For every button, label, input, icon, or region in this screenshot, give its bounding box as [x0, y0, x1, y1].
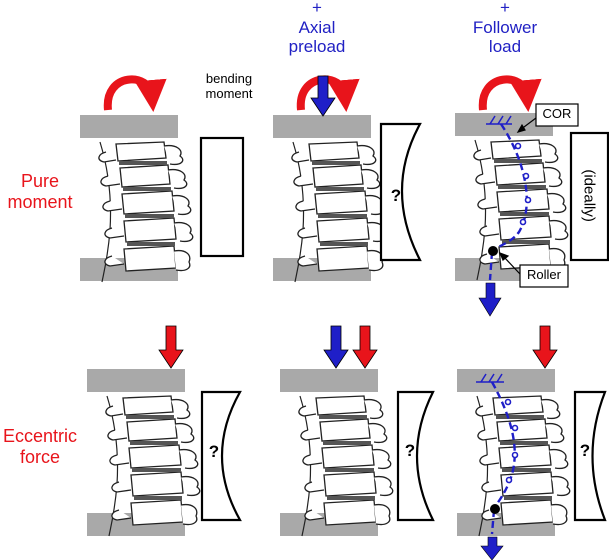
eccentric-force-arrow-r2c3	[532, 325, 558, 369]
spine-r2c3	[475, 395, 571, 537]
plate-top-r2c2	[280, 369, 378, 392]
spine-r2c1	[105, 395, 201, 537]
spine-r1c3	[473, 139, 569, 281]
cor-label: COR	[542, 106, 572, 121]
moment-diagram-rect-r1c1	[199, 136, 245, 258]
row-label-pure-moment: Pure moment	[7, 171, 73, 212]
plate-top-r2c1	[87, 369, 185, 392]
follower-load-path-r2c3	[476, 373, 519, 560]
row-label-eccentric-force: Eccentric force	[2, 426, 78, 467]
column-label-axial-preload: + Axial preload	[288, 0, 346, 57]
column-label-follower-load: + Follower load	[472, 0, 538, 57]
axial-preload-arrow-r1c2	[310, 75, 336, 117]
plate-top-r1c1	[80, 115, 178, 138]
eccentric-force-arrow-r2c1	[158, 325, 184, 369]
moment-diagram-curved-r2c1	[200, 390, 242, 522]
question-mark-r1c2: ?	[390, 186, 402, 205]
plate-top-r1c2	[273, 115, 371, 138]
axial-preload-arrow-r2c2	[323, 325, 349, 369]
moment-arrow-r1c3	[478, 75, 542, 112]
question-mark-r2c3: ?	[579, 441, 591, 460]
bending-moment-label: bending moment	[205, 71, 253, 101]
spine-r2c2	[298, 395, 394, 537]
load-plates	[80, 113, 555, 536]
spine-r1c2	[291, 141, 387, 283]
cor-callout-box	[535, 103, 579, 127]
moment-diagram-rect-r1c3	[569, 131, 609, 262]
spine-r1c1	[98, 141, 194, 283]
moment-diagram-curved-r2c3	[573, 390, 607, 522]
moment-diagram-curved-r2c2	[396, 390, 435, 522]
question-mark-r2c1: ?	[208, 442, 220, 461]
question-mark-r2c2: ?	[404, 441, 416, 460]
eccentric-force-arrow-r2c2	[352, 325, 378, 369]
moment-arrow-r1c1	[103, 75, 167, 112]
moment-diagram-curved-r1c2	[379, 122, 422, 262]
roller-callout-box	[519, 264, 569, 288]
plate-top-r2c3	[457, 369, 555, 392]
roller-label: Roller	[527, 267, 561, 282]
ideally-label: (ideally)	[580, 169, 598, 222]
follower-load-path-r1c3	[478, 115, 532, 317]
